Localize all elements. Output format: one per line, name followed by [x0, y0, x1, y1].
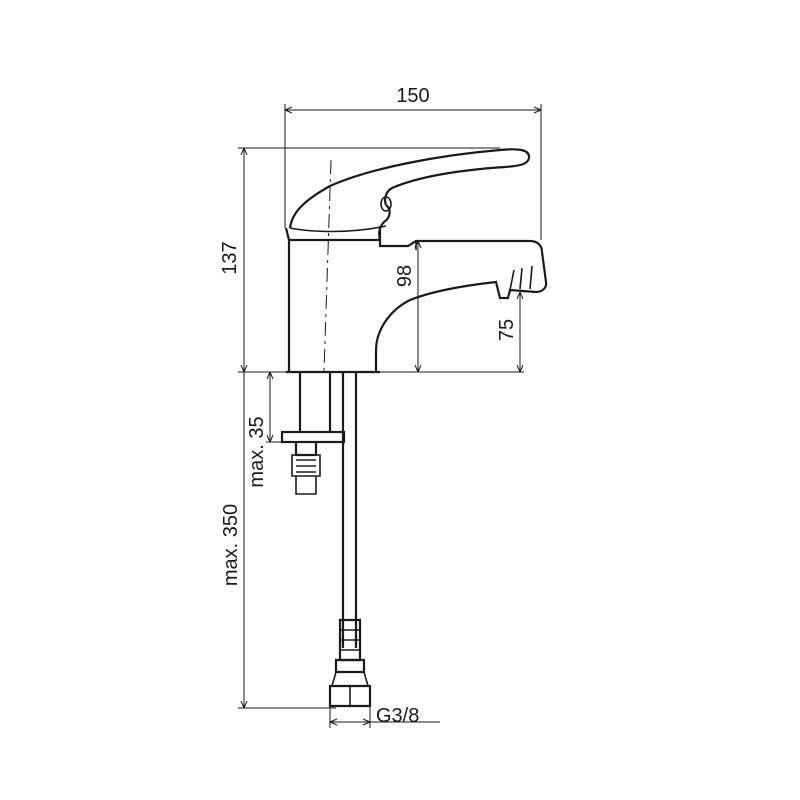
- faucet-outline: [284, 148, 548, 374]
- dim-height-label: 137: [219, 241, 241, 274]
- dim-spout-height-label: 98: [394, 265, 416, 287]
- flexible-hose: [341, 372, 358, 648]
- threaded-shank: [298, 372, 332, 432]
- supply-assembly: [280, 372, 372, 708]
- lever-handle: [288, 148, 531, 229]
- fixing-washer: [280, 430, 346, 444]
- cartridge-cap: [284, 227, 382, 242]
- dimension-lines: [238, 104, 542, 728]
- body-right-spout: [374, 239, 548, 372]
- fixing-nut: [294, 442, 318, 457]
- pivot-screw: [380, 196, 392, 212]
- dim-hose-length-label: max. 350: [220, 504, 242, 586]
- center-axis: [323, 159, 332, 373]
- dim-thread-label: G3/8: [376, 705, 419, 727]
- dim-shank-length-label: max. 35: [246, 416, 268, 487]
- dim-width-label: 150: [396, 85, 429, 107]
- aerator: [509, 265, 533, 291]
- dim-spout-clearance-label: 75: [496, 319, 518, 341]
